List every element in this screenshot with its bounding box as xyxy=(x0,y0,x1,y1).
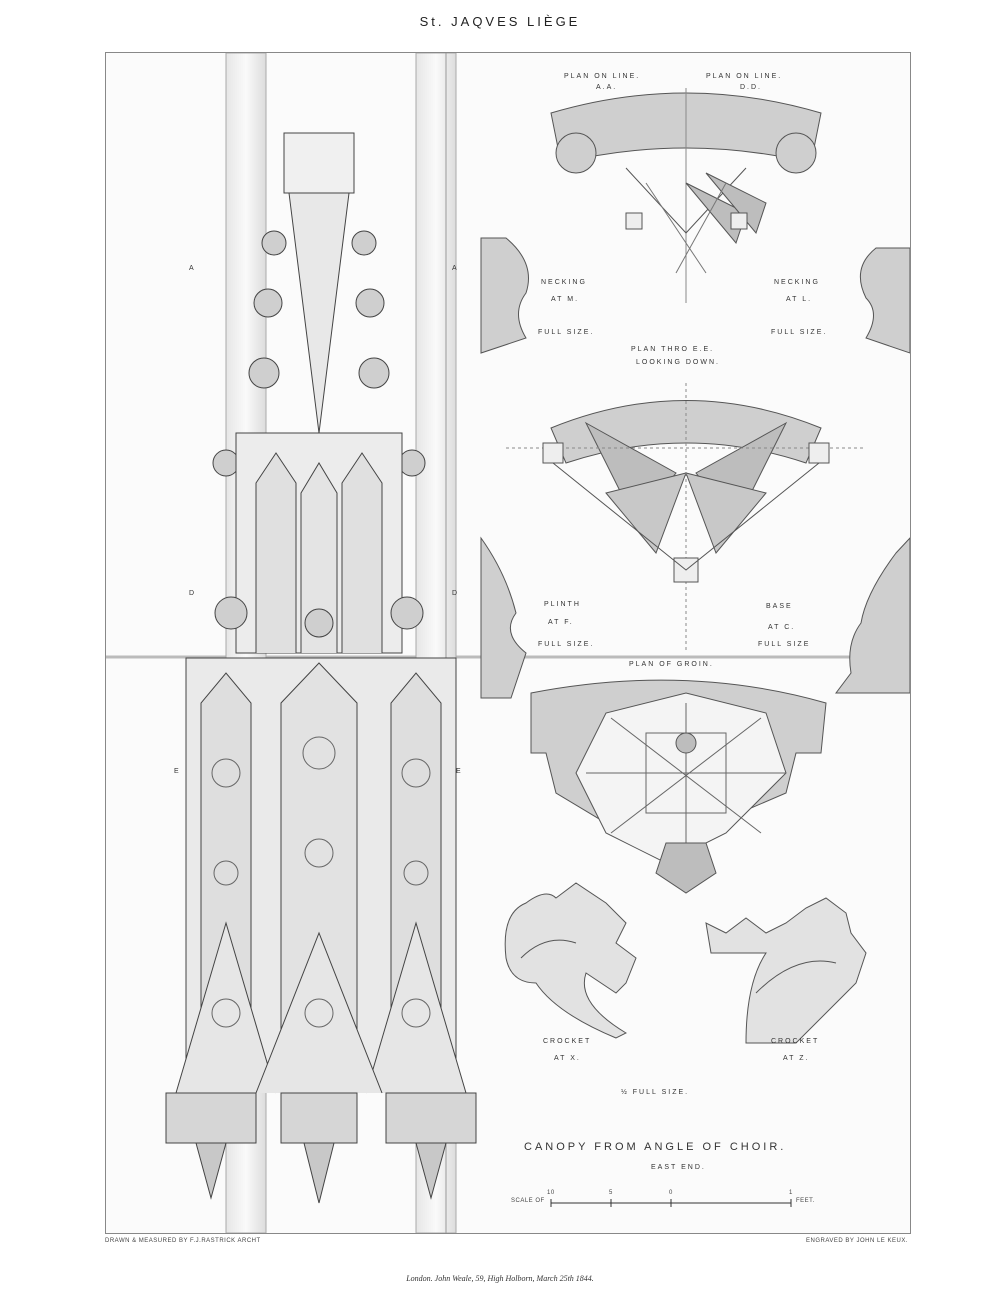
plan-of-groin xyxy=(530,679,827,894)
label-plinth: PLINTH xyxy=(544,601,581,608)
label-necking-l-at: AT L. xyxy=(786,296,813,303)
label-necking-m: NECKING xyxy=(541,279,587,286)
section-mark-e-right: E xyxy=(456,768,463,775)
section-mark-a-left: A xyxy=(189,265,196,272)
necking-l-profile xyxy=(859,247,910,354)
label-crocket-z-at: AT Z. xyxy=(783,1055,810,1062)
label-crocket-z: CROCKET xyxy=(771,1038,820,1045)
label-plan-aa: PLAN ON LINE. xyxy=(564,73,641,80)
publisher-imprint: London. John Weale, 59, High Holborn, Ma… xyxy=(406,1274,594,1283)
plinth-profile xyxy=(480,536,527,699)
scale-tick-5: 5 xyxy=(609,1190,613,1196)
label-plinth-at: AT F. xyxy=(548,619,574,626)
plate-title: St. JAQVES LIÈGE xyxy=(419,14,581,29)
label-full-size-1: FULL SIZE. xyxy=(538,329,595,336)
plate-sheet: A A D D E E PLAN ON LINE. A.A. PLAN ON L… xyxy=(105,52,911,1234)
label-full-size-3: FULL SIZE. xyxy=(538,641,595,648)
label-plan-dd-sub: D.D. xyxy=(740,84,762,91)
scale-unit: FEET. xyxy=(796,1198,815,1204)
label-full-size-4: FULL SIZE xyxy=(758,641,811,648)
engraved-by-credit: ENGRAVED BY JOHN LE KEUX. xyxy=(806,1238,908,1244)
scale-tick-10: 10 xyxy=(547,1190,555,1196)
label-necking-m-at: AT M. xyxy=(551,296,580,303)
label-plan-ee: PLAN THRO E.E. xyxy=(631,346,715,353)
label-full-size-2: FULL SIZE. xyxy=(771,329,828,336)
base-profile xyxy=(835,537,910,694)
label-crocket-x: CROCKET xyxy=(543,1038,592,1045)
necking-m-profile xyxy=(480,237,529,354)
label-plan-aa-sub: A.A. xyxy=(596,84,618,91)
scale-tick-0: 0 xyxy=(669,1190,673,1196)
label-base-at: AT C. xyxy=(768,624,796,631)
finial-crockets xyxy=(212,230,426,477)
section-mark-e-left: E xyxy=(174,768,181,775)
scale-label: SCALE OF xyxy=(511,1198,545,1204)
tracery-circles xyxy=(211,736,431,1028)
drawn-by-credit: DRAWN & MEASURED BY F.J.RASTRICK ARCHT xyxy=(105,1238,261,1244)
section-mark-d-right: D xyxy=(452,590,460,597)
label-crocket-x-at: AT X. xyxy=(554,1055,581,1062)
label-base: BASE xyxy=(766,603,793,610)
crocket-x xyxy=(504,882,637,1039)
section-mark-a-right: A xyxy=(452,265,459,272)
canopy-title: CANOPY FROM ANGLE OF CHOIR. xyxy=(524,1141,787,1153)
plan-ee xyxy=(506,383,866,653)
scale-tick-1: 1 xyxy=(789,1190,793,1196)
section-mark-d-left: D xyxy=(189,590,197,597)
label-plan-dd: PLAN ON LINE. xyxy=(706,73,783,80)
label-necking-l: NECKING xyxy=(774,279,820,286)
drawing-canvas xyxy=(106,53,910,1233)
canopy-subtitle: EAST END. xyxy=(651,1164,706,1171)
crocket-z xyxy=(705,897,867,1044)
canopy-elevation xyxy=(165,132,477,1204)
scale-bar xyxy=(550,1199,792,1207)
label-plan-of-groin: PLAN OF GROIN. xyxy=(629,661,714,668)
label-half-full-size: ½ FULL SIZE. xyxy=(621,1089,690,1096)
label-looking-down: LOOKING DOWN. xyxy=(636,359,720,366)
plan-aa-dd xyxy=(550,88,822,303)
